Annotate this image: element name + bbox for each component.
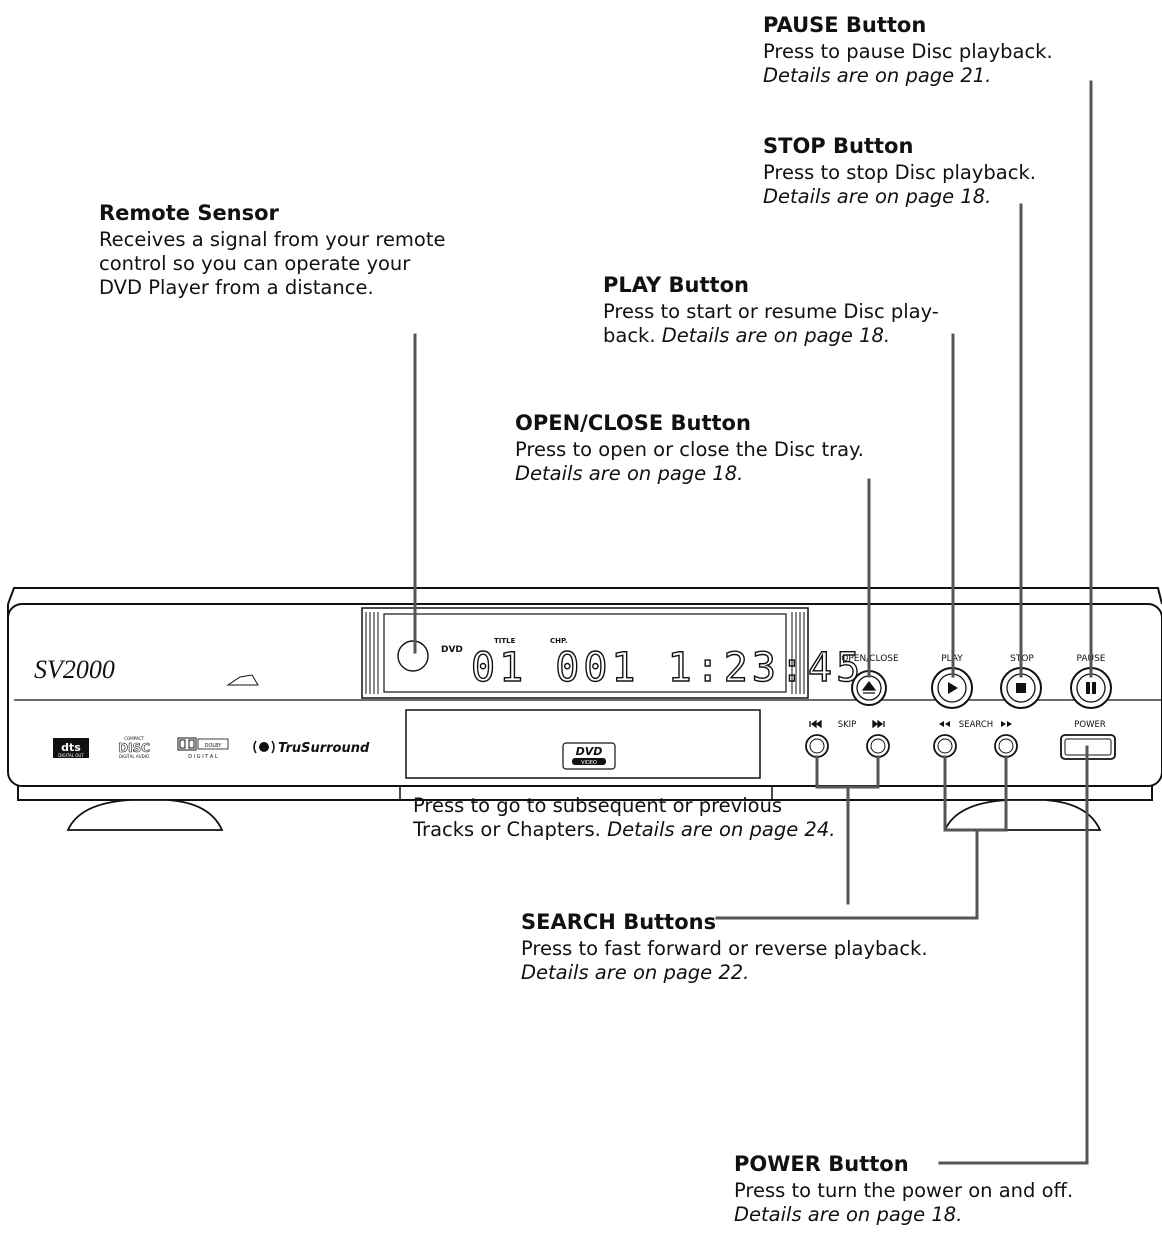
callout-title: SEARCH Buttons	[521, 910, 717, 934]
callout-desc-tail: Tracks or Chapters.	[413, 818, 601, 841]
skip-back-button[interactable]	[805, 734, 829, 758]
callout-remote-sensor: Remote Sensor Receives a signal from you…	[99, 200, 446, 300]
dolby-logo-text: DOLBY	[205, 743, 223, 749]
stop-icon	[1016, 683, 1026, 693]
callout-details: Details are on page 22.	[521, 961, 750, 984]
display-title-label: TITLE	[494, 637, 516, 645]
callout-desc-line: Press to start or resume Disc play-	[603, 300, 939, 323]
tray-logo-top: DVD	[576, 745, 603, 758]
skip-back-icon	[809, 719, 822, 729]
callout-stop: STOP Button Press to stop Disc playback.…	[763, 133, 1036, 209]
callout-desc: Press to open or close the Disc tray.	[515, 438, 865, 461]
player-feet	[66, 799, 1102, 831]
callout-title: STOP Button	[763, 134, 914, 158]
dts-logo-sub: DIGITAL OUT	[58, 753, 84, 758]
display-dvd-label: DVD	[441, 645, 463, 655]
display-panel: DVD TITLE CHP. 01 001 1:23:45	[361, 607, 864, 699]
cd-logo-icon: DISC	[118, 741, 150, 755]
play-button[interactable]	[931, 667, 973, 709]
callout-search: SEARCH Buttons Press to fast forward or …	[521, 909, 928, 985]
callout-title: Remote Sensor	[99, 201, 279, 225]
callout-power: POWER Button Press to turn the power on …	[734, 1151, 1073, 1227]
callout-title: OPEN/CLOSE Button	[515, 411, 751, 435]
cd-logo-bottom: DIGITAL AUDIO	[119, 754, 149, 759]
cd-logo-top: COMPACT	[124, 736, 144, 741]
callout-pause: PAUSE Button Press to pause Disc playbac…	[763, 12, 1053, 88]
callout-details: Details are on page 18.	[763, 185, 992, 208]
callout-desc-line: control so you can operate your	[99, 252, 411, 275]
callout-details: Details are on page 24.	[607, 818, 836, 841]
callout-desc-line: DVD Player from a distance.	[99, 276, 374, 299]
tray-logo-bottom: VIDEO	[581, 760, 597, 766]
leader-lines	[413, 80, 1093, 1165]
model-logo: SV2000	[34, 655, 115, 684]
dolby-logo-sub: D I G I T A L	[188, 754, 218, 760]
eject-icon	[861, 681, 877, 694]
energy-logo-icon	[226, 674, 259, 686]
callout-open-close: OPEN/CLOSE Button Press to open or close…	[515, 410, 864, 486]
callout-title: PLAY Button	[603, 273, 749, 297]
callout-desc: Press to pause Disc playback.	[763, 40, 1053, 63]
callout-details: Details are on page 18.	[734, 1203, 963, 1226]
leader-search	[715, 755, 1008, 920]
callout-title: PAUSE Button	[763, 13, 927, 37]
fast-forward-icon	[1001, 721, 1012, 727]
stop-button[interactable]	[1000, 667, 1042, 709]
trusurround-logo-text: TruSurround	[278, 741, 370, 756]
disc-tray: DVD VIDEO	[405, 709, 761, 779]
display-readout: 01 001 1:23:45	[471, 645, 864, 691]
format-logos: dts DIGITAL OUT COMPACT DISC DIGITAL AUD…	[53, 736, 370, 760]
callout-desc: Press to turn the power on and off.	[734, 1179, 1074, 1202]
power-label: POWER	[1074, 720, 1106, 730]
skip-label: SKIP	[838, 720, 857, 730]
dolby-logo-icon	[177, 737, 197, 751]
pause-icon	[1086, 682, 1090, 694]
search-label: SEARCH	[959, 720, 993, 730]
trusurround-icon	[259, 742, 269, 752]
callout-desc: Press to fast forward or reverse playbac…	[521, 937, 928, 960]
callout-desc-line: Receives a signal from your remote	[99, 228, 446, 251]
callout-details: Details are on page 18.	[515, 462, 744, 485]
skip-forward-button[interactable]	[866, 734, 890, 758]
rewind-icon	[939, 721, 950, 727]
dts-logo-icon	[53, 738, 89, 758]
callout-details: Details are on page 21.	[763, 64, 992, 87]
callout-desc-tail: back.	[603, 324, 656, 347]
callout-desc-line: Tracks or Chapters. Details are on page …	[413, 818, 835, 842]
callout-play: PLAY Button Press to start or resume Dis…	[603, 272, 939, 348]
callout-title: POWER Button	[734, 1152, 909, 1176]
skip-forward-icon	[872, 719, 885, 729]
leader-skip	[815, 755, 880, 905]
search-reverse-button[interactable]	[933, 734, 957, 758]
callout-desc: Press to stop Disc playback.	[763, 161, 1036, 184]
leader-power	[938, 745, 1089, 1165]
open-close-button[interactable]	[851, 670, 887, 706]
remote-sensor	[397, 640, 429, 672]
callout-desc-line: back. Details are on page 18.	[603, 324, 939, 348]
display-chp-label: CHP.	[550, 637, 568, 645]
play-icon	[948, 682, 958, 694]
callout-details: Details are on page 18.	[661, 324, 891, 347]
dts-logo-text: dts	[61, 741, 81, 754]
search-forward-button[interactable]	[994, 734, 1018, 758]
